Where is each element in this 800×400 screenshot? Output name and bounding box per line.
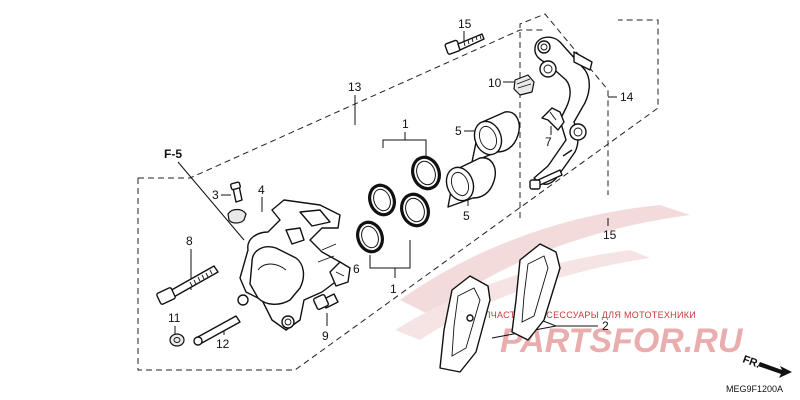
plug-11 [169, 333, 185, 347]
piston-5-bottom [445, 157, 496, 208]
callout-6: 6 [353, 262, 360, 276]
reference-f5: F-5 [164, 147, 182, 161]
front-direction-indicator: FR. [741, 354, 792, 378]
callout-1-bottom: 1 [390, 282, 397, 296]
brake-pads-2 [439, 243, 561, 373]
assembly-outline-13 [137, 19, 659, 371]
callout-7: 7 [545, 135, 552, 149]
callout-5-top: 5 [455, 124, 462, 138]
watermark-swoosh [395, 205, 690, 340]
piston-5-top [471, 111, 520, 163]
watermark-text: ЗАПЧАСТИ И АКСЕССУАРЫ ДЛЯ МОТОТЕХНИКИ [472, 310, 696, 320]
callout-2: 2 [602, 319, 609, 333]
callout-1-top: 1 [402, 117, 409, 131]
callout-8: 8 [186, 234, 193, 248]
pad-spring-6 [329, 261, 351, 287]
watermark: ЗАПЧАСТИ И АКСЕССУАРЫ ДЛЯ МОТОТЕХНИКИ PA… [395, 205, 744, 360]
callout-15-bottom: 15 [603, 228, 617, 242]
bolt-15-top [444, 33, 485, 55]
front-arrow-icon [758, 362, 792, 378]
pad-retainer-7 [541, 107, 565, 131]
diagram-code: MEG9F1200A [726, 384, 783, 394]
callout-10: 10 [488, 76, 502, 90]
callout-3: 3 [212, 188, 219, 202]
callout-14: 14 [620, 90, 634, 104]
bleeder-cap-4 [227, 208, 247, 224]
pad-pin-plug-9 [312, 293, 339, 311]
callout-12: 12 [216, 337, 230, 351]
piston-seals-1 [356, 155, 441, 254]
callout-4: 4 [258, 183, 265, 197]
callout-5-bottom: 5 [463, 209, 470, 223]
bleeder-screw-3 [229, 181, 243, 203]
callout-11: 11 [168, 311, 181, 325]
callout-15-top: 15 [458, 17, 472, 31]
caliper-body [237, 199, 341, 331]
callouts: 15 13 10 14 1 5 7 F-5 3 4 5 15 [164, 17, 634, 351]
pin-boot-10 [513, 74, 535, 96]
pad-pin-12 [193, 315, 241, 346]
callout-13: 13 [348, 80, 362, 94]
direction-label: FR. [741, 354, 762, 371]
caliper-bolt-8 [156, 265, 219, 305]
watermark-logo: PARTSFOR.RU [500, 322, 744, 360]
caliper-bracket-14 [529, 36, 593, 190]
callout-9: 9 [322, 329, 329, 343]
bracket-outline-14 [519, 13, 609, 218]
